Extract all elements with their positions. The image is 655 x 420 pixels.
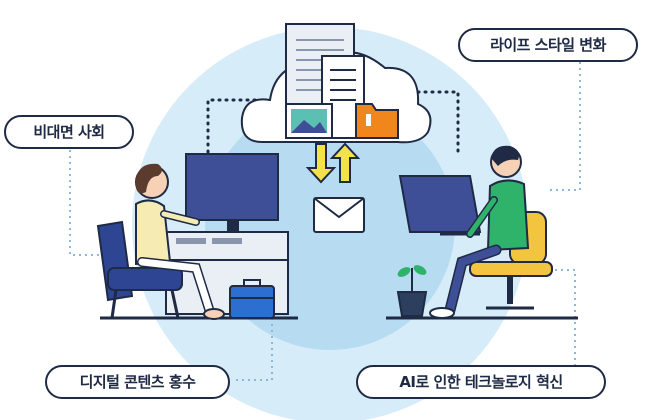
- envelope-icon: [313, 197, 365, 233]
- label-lifestyle-change: 라이프 스타일 변화: [458, 28, 638, 62]
- plant-icon: [396, 265, 428, 317]
- cloud-links: [206, 90, 460, 154]
- briefcase-icon: [229, 279, 275, 319]
- arrow-down-icon: [305, 143, 337, 184]
- image-icon: [285, 103, 333, 139]
- right-workspace: [386, 145, 578, 320]
- label-digital-content-flood: 디지털 콘텐츠 홍수: [45, 365, 230, 399]
- label-ai-tech-innovation: AI로 인한 테크놀로지 혁신: [356, 365, 606, 399]
- arrow-up-icon: [329, 142, 361, 183]
- label-contactless-society: 비대면 사회: [4, 115, 134, 149]
- folder-icon: [355, 103, 399, 139]
